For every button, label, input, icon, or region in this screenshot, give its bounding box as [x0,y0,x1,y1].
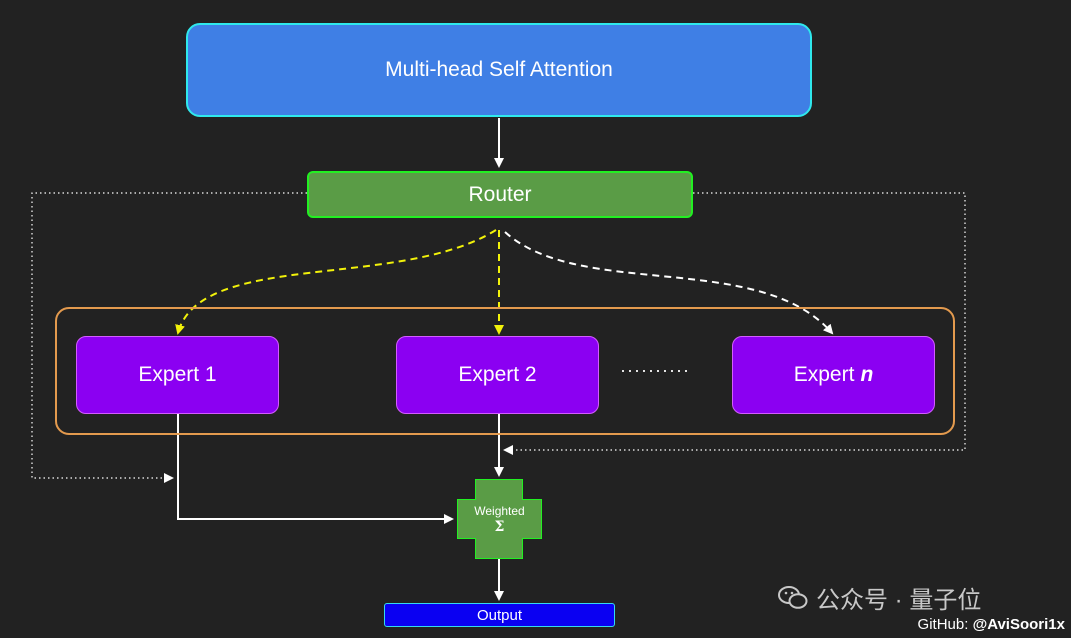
weighted-sum-block: Weighted Σ [457,479,542,559]
watermark: 公众号 · 量子位 [778,580,981,615]
github-credit: GitHub: @AviSoori1x [918,616,1065,633]
expert-1-block: Expert 1 [76,336,279,414]
github-handle: @AviSoori1x [972,616,1065,633]
weighted-sum-fill-v [476,480,522,558]
route-to-expert-1 [175,229,497,335]
more-experts-ellipsis: ·········· [620,360,690,380]
router-block: Router [307,171,693,218]
output-block: Output [384,603,615,627]
expert-group-frame [55,307,955,435]
github-credit-prefix: GitHub: [917,616,973,633]
expert-n-label: Expert [793,363,855,386]
arrow-expert-1-to-sum [177,414,454,524]
route-to-expert-n [504,231,834,335]
bypass-dotted-left [31,192,307,483]
attention-block: Multi-head Self Attention [186,23,812,117]
watermark-text: 公众号 · 量子位 [816,587,982,614]
bypass-dotted-right [503,192,966,455]
wechat-icon [778,585,808,609]
sigma-symbol: Σ [494,519,505,535]
weighted-sum-label: Weighted [474,504,525,518]
expert-n-variable: n [860,363,874,386]
expert-2-block: Expert 2 [396,336,599,414]
